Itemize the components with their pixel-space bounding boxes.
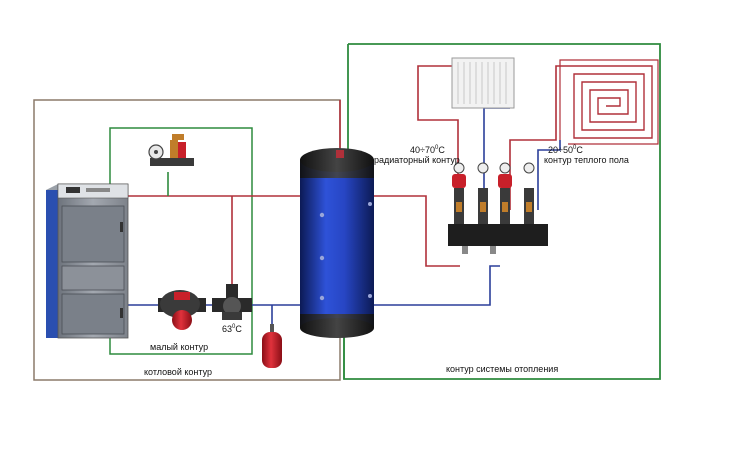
radiator-temperature-label: 40÷700С — [410, 145, 445, 155]
radiator-icon — [451, 57, 515, 109]
small-circuit-label: малый контур — [150, 342, 208, 352]
expansion-tank-icon — [262, 324, 282, 368]
solid-fuel-boiler-icon — [46, 183, 129, 339]
circulation-pump-icon — [158, 290, 206, 330]
underfloor-heating-coil-icon — [559, 59, 659, 145]
safety-group-icon — [148, 134, 194, 166]
heating-system-circuit-label: контур системы отопления — [446, 364, 558, 374]
three-way-valve-icon — [212, 284, 252, 320]
distribution-manifold-icon — [448, 162, 548, 254]
valve-temperature-label: 630С — [222, 324, 242, 334]
floor-temperature-label: 20÷500С — [548, 145, 583, 155]
buffer-tank-icon — [300, 148, 374, 338]
floor-circuit-label: контур теплого пола — [544, 155, 629, 165]
radiator-circuit-label: радиаторный контур — [374, 155, 460, 165]
boiler-circuit-label: котловой контур — [144, 367, 212, 377]
